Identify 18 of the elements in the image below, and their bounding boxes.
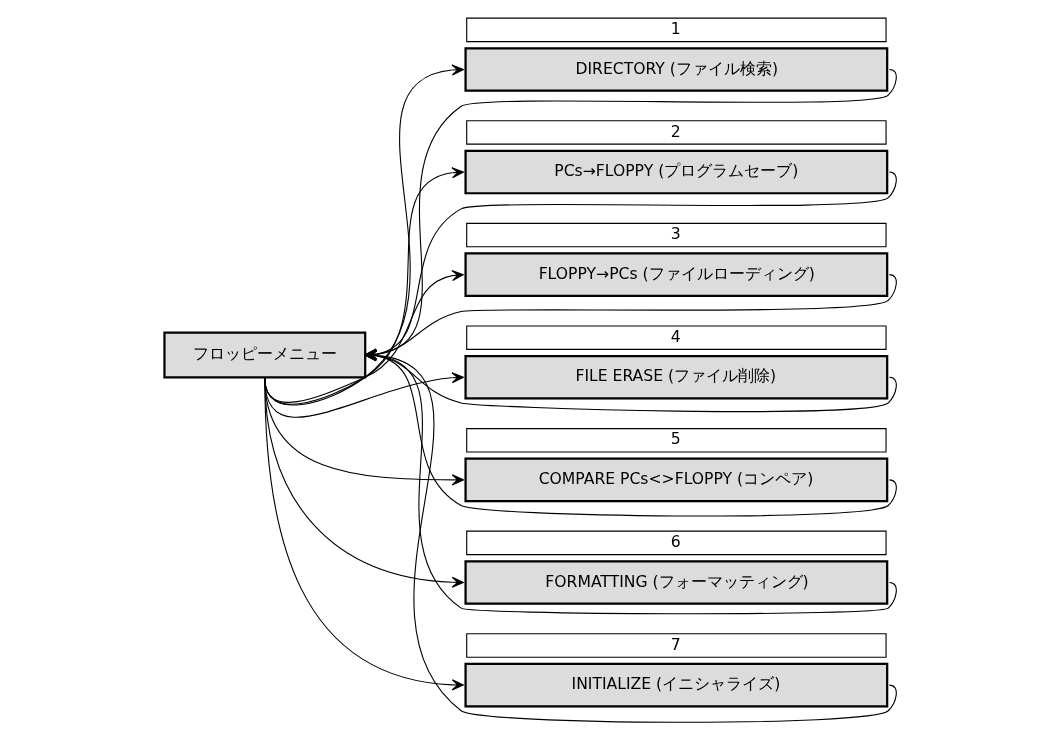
arrow — [364, 349, 897, 723]
arrow — [264, 377, 464, 486]
node-label: 2 — [670, 122, 681, 141]
node-label: 3 — [670, 225, 681, 244]
arrow — [364, 68, 897, 360]
node-label: 1 — [670, 19, 681, 38]
arrow — [264, 167, 464, 405]
arrow — [264, 372, 464, 418]
node-label: 5 — [670, 430, 681, 449]
arrow — [264, 270, 464, 403]
arrow — [364, 350, 897, 615]
node-label: 4 — [670, 327, 681, 346]
node-label: 7 — [670, 635, 681, 654]
arrow — [264, 377, 464, 691]
node-box: フロッピーメニュー — [163, 331, 367, 379]
arrow — [264, 64, 464, 406]
arrow — [264, 377, 464, 588]
node-label: 6 — [670, 533, 681, 552]
